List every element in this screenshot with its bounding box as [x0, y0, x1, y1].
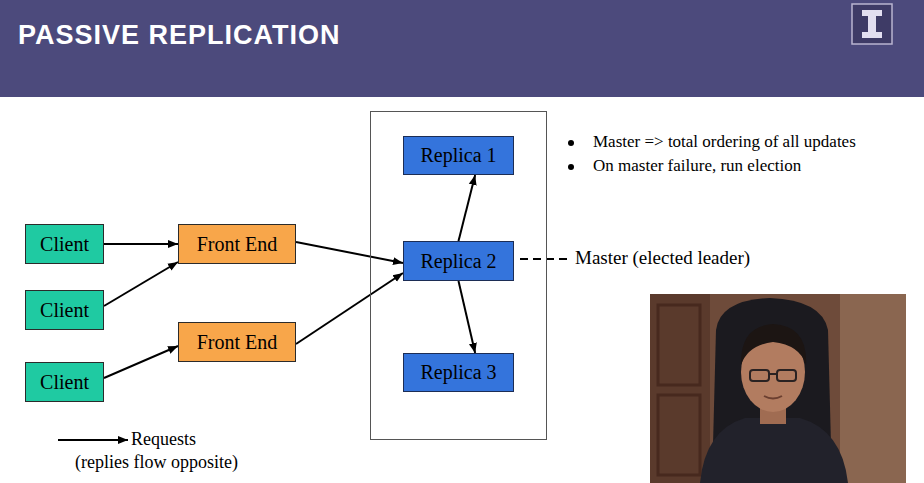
bullet	[568, 164, 574, 170]
front-end-box: Front End	[178, 322, 296, 362]
legend-entry: Requests (replies flow opposite)	[75, 428, 247, 475]
bullet-note: On master failure, run election	[593, 156, 801, 176]
client-box: Client	[25, 290, 104, 330]
door-molding	[658, 395, 700, 475]
logo-mark	[862, 10, 882, 38]
shirt	[700, 418, 848, 483]
node-label: Replica 2	[420, 250, 496, 273]
request-arrow	[104, 243, 178, 245]
node-label: Client	[40, 233, 89, 256]
client-box: Client	[25, 362, 104, 402]
request-arrow	[296, 273, 403, 344]
request-arrow	[459, 281, 476, 353]
replica-group-frame: Replica 1 Replica 2 Replica 3	[370, 111, 547, 440]
legend-text: Requests (replies flow opposite)	[75, 429, 238, 472]
front-end-box: Front End	[178, 224, 296, 264]
mouth	[764, 396, 782, 399]
replica-box: Replica 2	[403, 241, 514, 281]
node-label: Client	[40, 371, 89, 394]
leader-line	[520, 258, 570, 260]
glasses-lens	[777, 370, 796, 381]
glasses-bridge	[769, 373, 777, 375]
bullet	[568, 140, 574, 146]
request-arrow	[459, 175, 476, 241]
client-box: Client	[25, 224, 104, 264]
bullet-note: Master => total ordering of all updates	[593, 132, 856, 152]
master-label: Master (elected leader)	[575, 247, 750, 270]
request-arrow	[104, 262, 178, 306]
node-label: Front End	[197, 331, 278, 354]
door-panel	[650, 294, 710, 483]
glasses-lens	[750, 370, 769, 381]
wall	[840, 294, 906, 483]
photo-background	[650, 294, 906, 483]
slide-title: PASSIVE REPLICATION	[18, 20, 341, 51]
node-label: Client	[40, 299, 89, 322]
webcam-photo	[650, 294, 906, 483]
hair	[741, 324, 806, 365]
university-logo	[852, 4, 892, 44]
request-arrow	[296, 242, 403, 263]
node-label: Front End	[197, 233, 278, 256]
legend-arrow	[58, 439, 128, 441]
replica-box: Replica 1	[403, 136, 514, 175]
header-band	[0, 0, 924, 97]
door-molding	[658, 305, 700, 385]
node-label: Replica 1	[420, 144, 496, 167]
logo-frame	[852, 4, 892, 44]
replica-box: Replica 3	[403, 353, 514, 392]
node-label: Replica 3	[420, 361, 496, 384]
request-arrow	[104, 346, 178, 378]
